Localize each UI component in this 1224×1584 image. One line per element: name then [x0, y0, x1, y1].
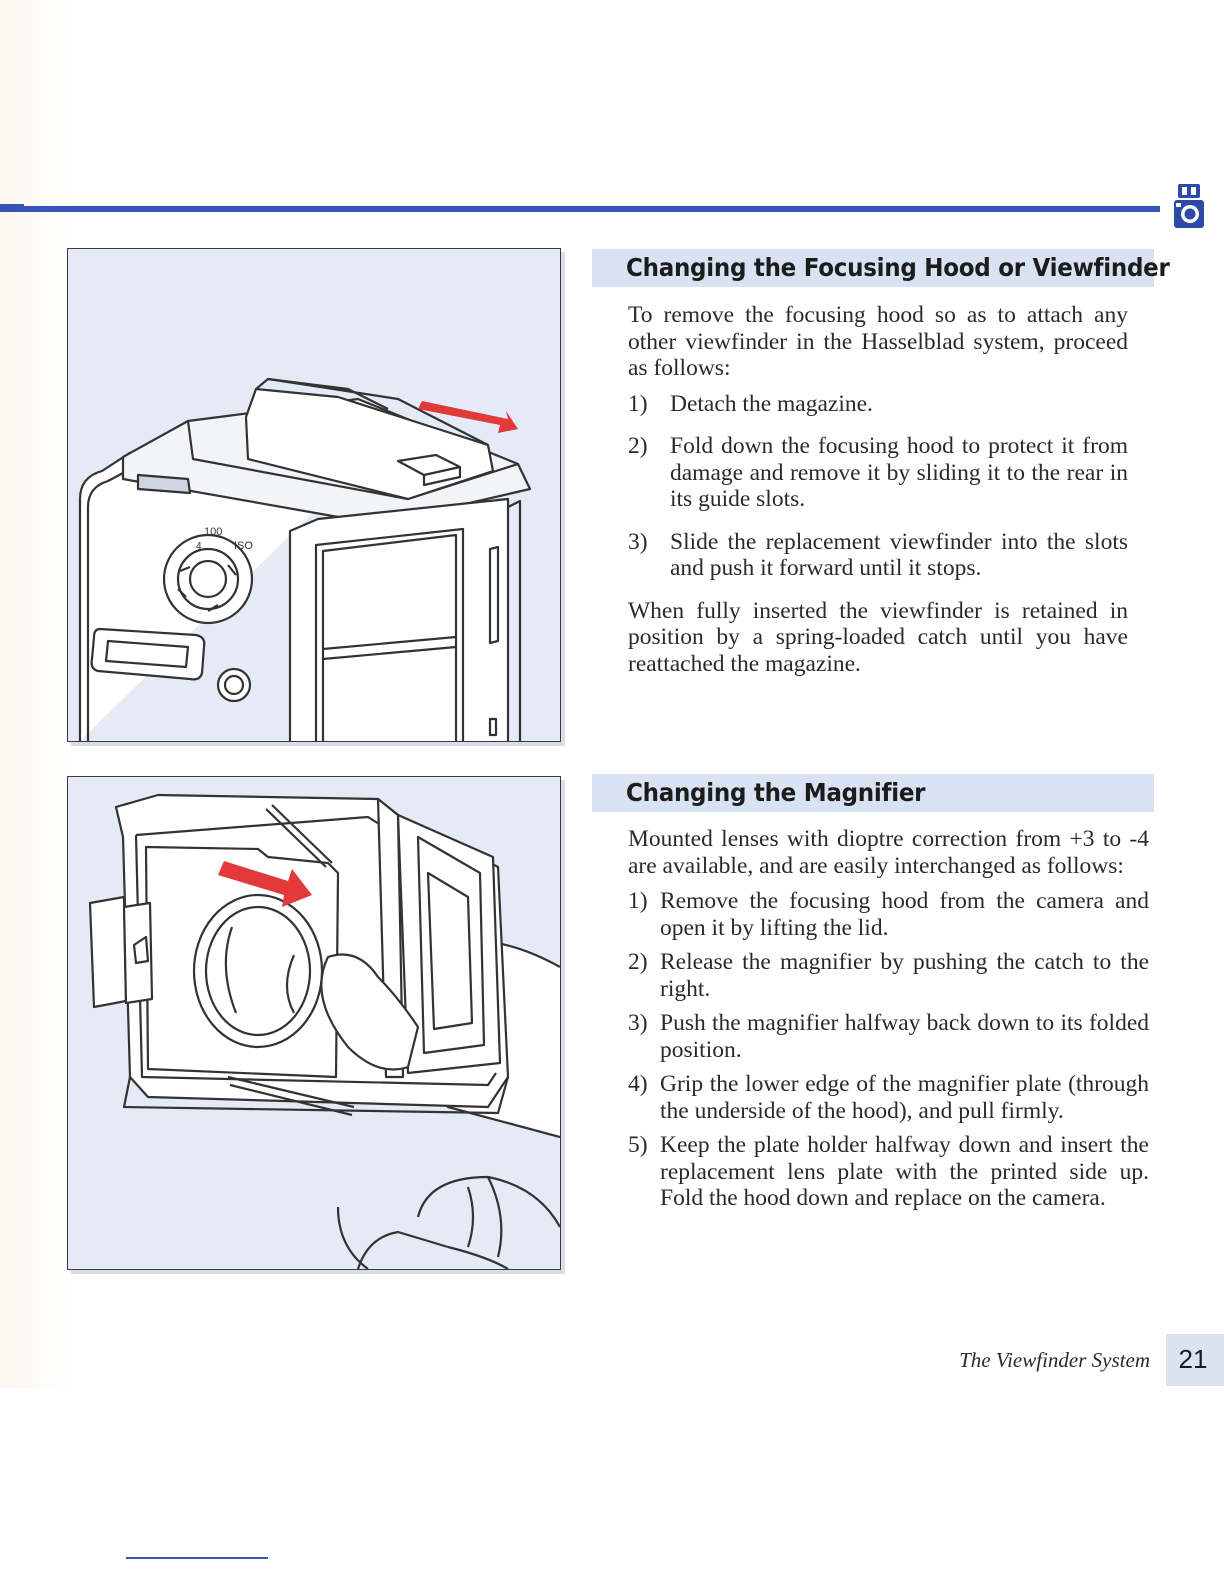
section-heading-magnifier: Changing the Magnifier	[626, 778, 926, 807]
bottom-rule	[126, 1557, 268, 1559]
list-item: 2) Fold down the focusing hood to protec…	[628, 433, 1128, 513]
list-item: 1) Detach the magazine.	[628, 391, 1128, 418]
hasselblad-camera-icon	[1172, 182, 1206, 230]
list-item: 3) Slide the replacement viewfinder into…	[628, 529, 1128, 582]
step-text: Slide the replacement viewfinder into th…	[670, 528, 1128, 582]
step-number: 3)	[628, 1010, 648, 1036]
dial-label-100: 100	[204, 526, 222, 538]
list-item: 3) Push the magnifier halfway back down …	[628, 1010, 1149, 1063]
list-item: 5) Keep the plate holder halfway down an…	[628, 1132, 1149, 1212]
list-item: 4) Grip the lower edge of the magnifier …	[628, 1071, 1149, 1124]
step-text: Detach the magazine.	[670, 390, 873, 417]
page-number: 21	[1178, 1344, 1208, 1374]
step-text: Push the magnifier halfway back down to …	[660, 1010, 1149, 1063]
top-rule	[0, 206, 1160, 212]
figure-camera-focusing-hood: 100 ISO 4	[67, 248, 561, 742]
intro-paragraph: To remove the focusing hood so as to att…	[628, 302, 1128, 381]
dial-label-4: 4	[196, 541, 202, 552]
step-text: Remove the focusing hood from the camera…	[660, 888, 1149, 941]
step-number: 4)	[628, 1071, 648, 1097]
section-heading-bar-magnifier: Changing the Magnifier	[592, 774, 1154, 812]
magnifier-illustration	[88, 793, 560, 1269]
step-number: 5)	[628, 1132, 648, 1158]
running-footer-title: The Viewfinder System	[959, 1348, 1150, 1372]
slide-direction-arrow-icon	[418, 401, 518, 433]
section-heading-bar-viewfinder: Changing the Focusing Hood or Viewfinder	[592, 249, 1170, 287]
step-text: Release the magnifier by pushing the cat…	[660, 949, 1149, 1002]
step-number: 2)	[628, 949, 648, 975]
dial-label-iso: ISO	[234, 540, 253, 552]
step-text: Fold down the focusing hood to protect i…	[670, 433, 1128, 512]
section-body-magnifier: Mounted lenses with dioptre correction f…	[628, 826, 1149, 1212]
slide-direction-arrow-icon	[218, 861, 312, 907]
step-number: 2)	[628, 433, 648, 459]
step-text: Keep the plate holder halfway down and i…	[660, 1132, 1149, 1211]
step-text: Grip the lower edge of the magnifier pla…	[660, 1071, 1149, 1124]
top-rule-tick	[0, 204, 24, 207]
section-heading-viewfinder: Changing the Focusing Hood or Viewfinder	[626, 253, 1170, 282]
step-number: 1)	[628, 888, 648, 914]
step-number: 3)	[628, 528, 648, 555]
section-body-viewfinder: To remove the focusing hood so as to att…	[628, 302, 1128, 677]
intro-paragraph: Mounted lenses with dioptre correction f…	[628, 826, 1149, 879]
step-number: 1)	[628, 390, 648, 417]
page-number-tab	[1166, 1334, 1224, 1386]
figure-magnifier-exchange	[67, 776, 561, 1270]
camera-illustration: 100 ISO 4	[78, 377, 532, 741]
list-item: 2) Release the magnifier by pushing the …	[628, 949, 1149, 1002]
list-item: 1) Remove the focusing hood from the cam…	[628, 888, 1149, 941]
outro-paragraph: When fully inserted the viewfinder is re…	[628, 597, 1128, 677]
